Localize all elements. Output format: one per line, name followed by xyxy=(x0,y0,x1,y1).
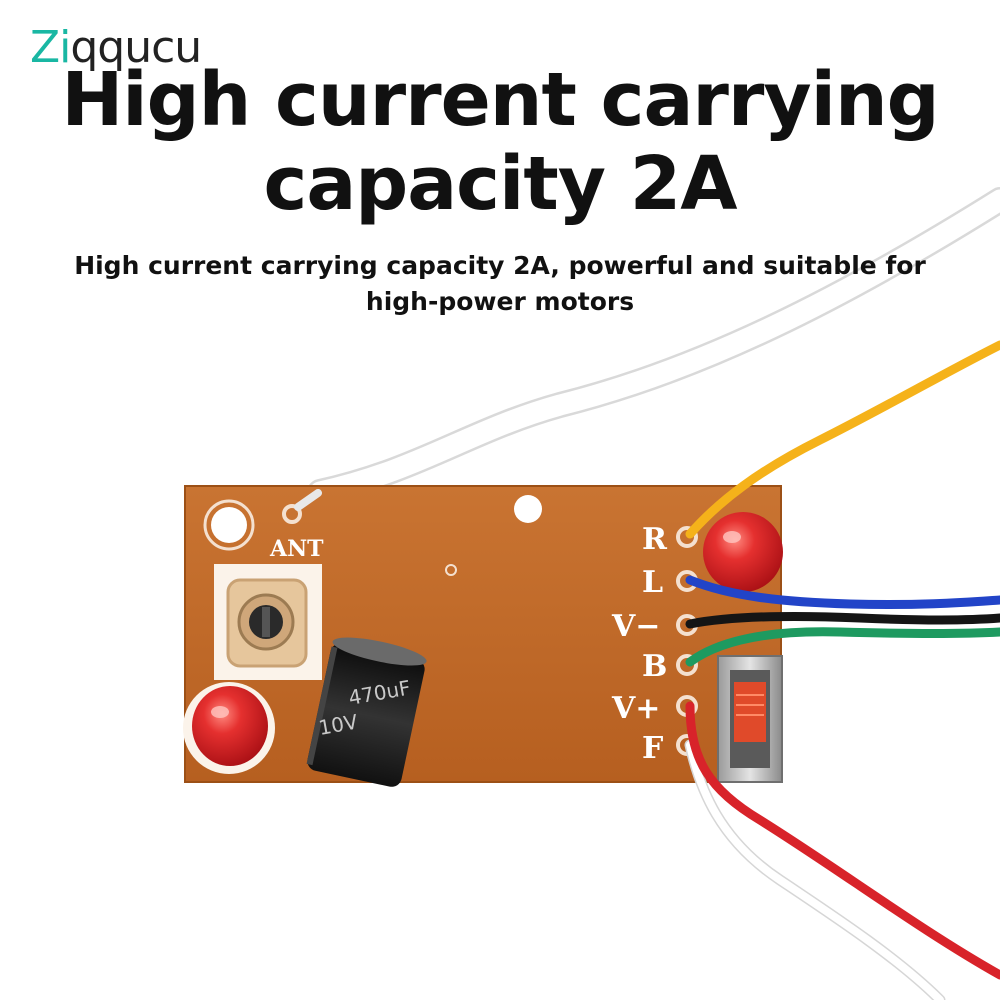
antenna-pad xyxy=(282,504,302,524)
pin-label-r: R xyxy=(642,522,668,557)
wire-blue xyxy=(685,575,1000,610)
slide-switch xyxy=(717,655,783,783)
wire-green xyxy=(685,627,1000,667)
subheadline-line-2: high-power motors xyxy=(365,287,635,316)
headline-line-1: High current carrying xyxy=(61,57,939,143)
headline: High current carrying capacity 2A xyxy=(0,58,1000,226)
led-right xyxy=(703,512,783,592)
pin-label-vplus: V+ xyxy=(611,691,660,726)
headline-line-2: capacity 2A xyxy=(263,141,737,227)
brand-logo: Ziqqucu xyxy=(30,22,202,73)
antenna-label: ANT xyxy=(269,536,324,562)
led-left xyxy=(183,682,275,774)
pin-label-b: B xyxy=(642,649,667,684)
via xyxy=(445,564,457,576)
brand-logo-text: Ziqqucu xyxy=(30,22,202,73)
pin-label-f: F xyxy=(642,731,663,766)
pin-label-vminus: V− xyxy=(611,609,660,644)
subheadline-line-1: High current carrying capacity 2A, power… xyxy=(74,251,926,280)
wire-red xyxy=(685,701,1000,980)
trimmer-potentiometer xyxy=(214,564,322,680)
subheadline: High current carrying capacity 2A, power… xyxy=(40,248,960,320)
mounting-hole xyxy=(514,495,542,523)
wire-yellow xyxy=(685,340,1000,539)
pin-label-l: L xyxy=(642,565,663,600)
mounting-hole xyxy=(211,507,247,543)
wire-black xyxy=(685,611,1000,629)
electrolytic-capacitor xyxy=(306,637,427,787)
